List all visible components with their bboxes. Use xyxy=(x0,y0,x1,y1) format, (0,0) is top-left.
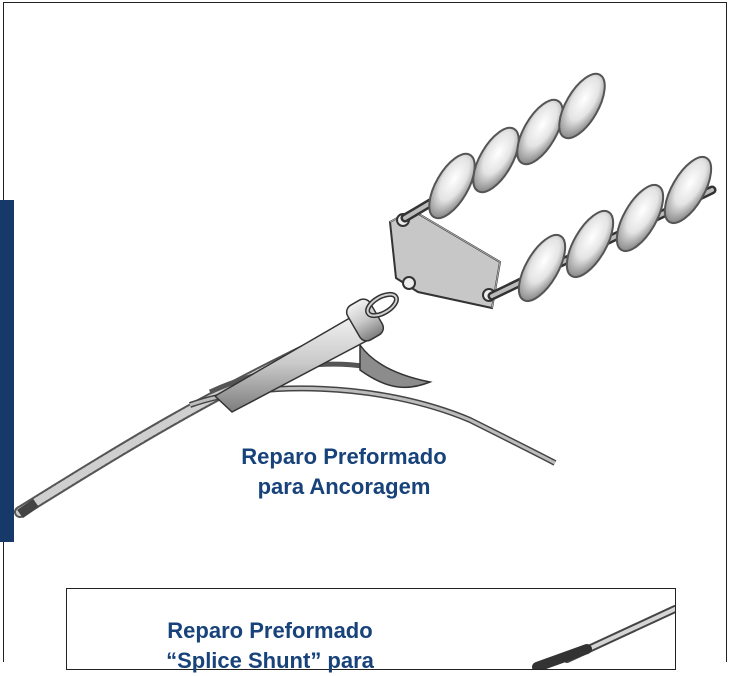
insulator-discs-lower xyxy=(517,155,713,303)
main-caption-line2: para Ancoragem xyxy=(257,474,431,499)
inset-caption: Reparo Preformado “Splice Shunt” para xyxy=(130,616,410,676)
insulator-assembly-illustration xyxy=(14,72,717,519)
side-accent-bar xyxy=(0,200,14,542)
chain-link xyxy=(365,291,399,319)
insulator-discs-upper xyxy=(428,72,606,220)
main-caption-line1: Reparo Preformado xyxy=(241,444,447,469)
main-caption: Reparo Preformado para Ancoragem xyxy=(214,442,474,502)
inset-caption-line2: “Splice Shunt” para xyxy=(166,648,374,673)
yoke-plate xyxy=(388,208,502,310)
inset-caption-line1: Reparo Preformado xyxy=(167,618,373,643)
